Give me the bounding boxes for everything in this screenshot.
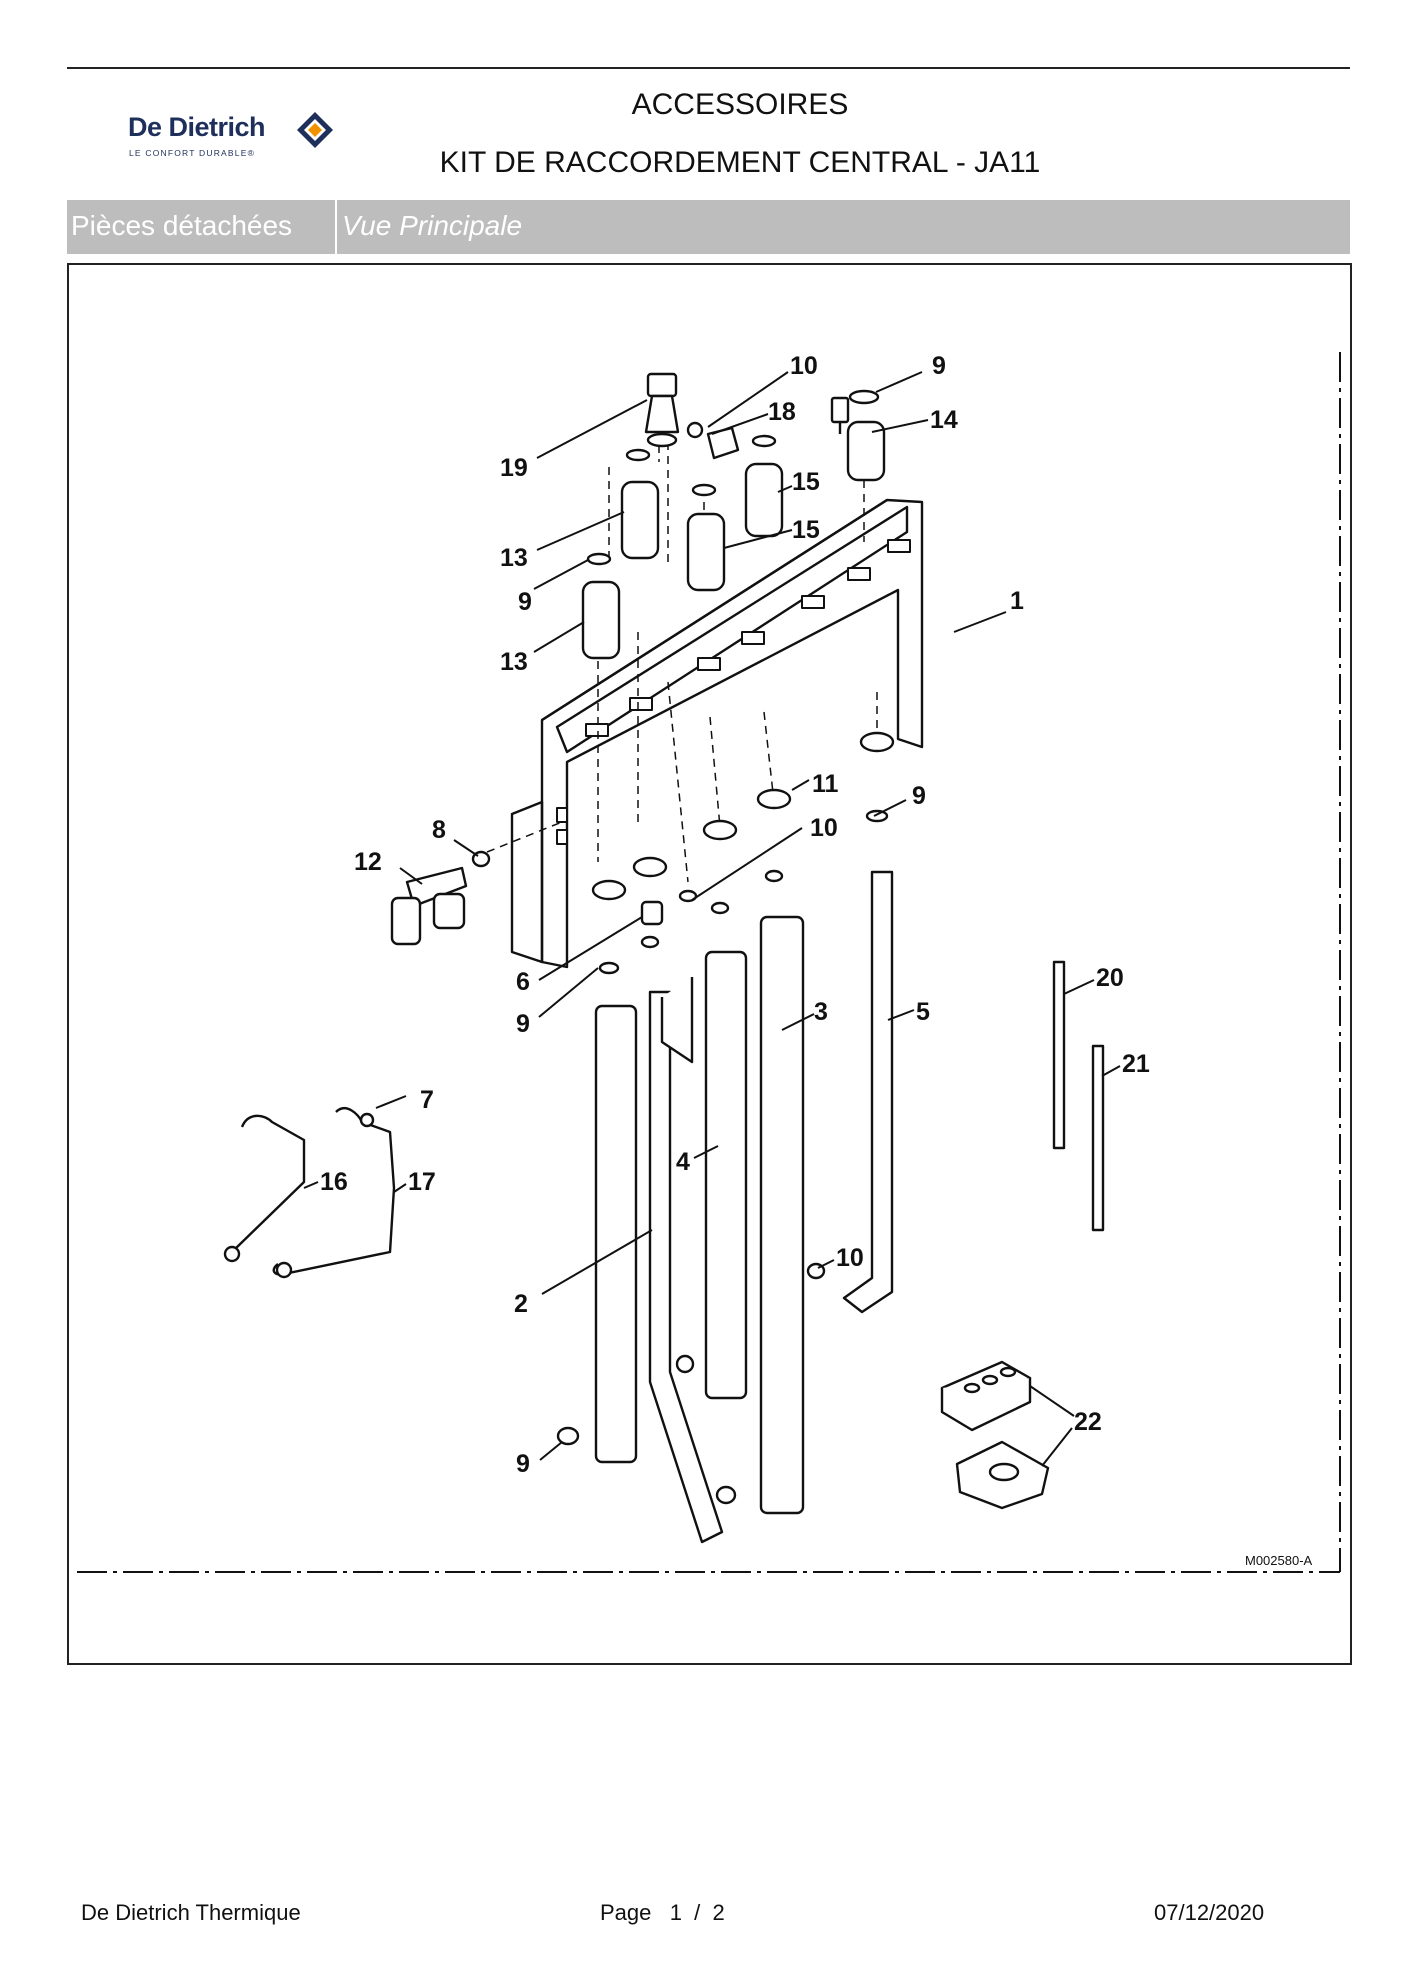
brand-diamond-icon <box>297 112 333 148</box>
callout-2: 2 <box>514 1290 528 1318</box>
callout-leaders <box>303 371 1121 1467</box>
valve-14 <box>830 389 886 482</box>
tab-main-view[interactable]: Vue Principale <box>342 210 523 241</box>
callout-14: 14 <box>930 406 958 434</box>
callout-15-b: 15 <box>792 516 820 544</box>
footer-page-number: Page 1 / 2 <box>600 1900 725 1925</box>
callout-10-b: 10 <box>810 814 838 842</box>
callout-8: 8 <box>432 816 446 844</box>
brand-name: De Dietrich <box>128 112 266 142</box>
callout-13-b: 13 <box>500 648 528 676</box>
callout-7: 7 <box>420 1086 434 1114</box>
rods-20-21 <box>1052 960 1105 1232</box>
safety-group-12 <box>390 850 491 946</box>
callout-labels: 1 2 3 4 5 6 7 8 9 9 9 9 9 10 10 10 10 11… <box>320 352 1150 1478</box>
callout-10-c: 10 <box>836 1244 864 1272</box>
brand-tagline: LE CONFORT DURABLE® <box>129 148 256 158</box>
pipes <box>594 870 894 1544</box>
callout-13-a: 13 <box>500 544 528 572</box>
document-subtitle: KIT DE RACCORDEMENT CENTRAL - JA11 <box>439 146 1041 179</box>
callout-12: 12 <box>354 848 382 876</box>
callout-21: 21 <box>1122 1050 1150 1078</box>
nuts-11 <box>591 731 895 975</box>
callout-9-c: 9 <box>912 782 926 810</box>
callout-1: 1 <box>1010 587 1024 615</box>
callout-4: 4 <box>676 1148 690 1176</box>
drawing-reference-code: M002580-A <box>1245 1553 1313 1568</box>
washers-bottom <box>556 1262 826 1505</box>
valves-13 <box>581 448 660 660</box>
callout-6: 6 <box>516 968 530 996</box>
condensate-parts-22 <box>940 1360 1050 1510</box>
footer-date: 07/12/2020 <box>1154 1900 1265 1925</box>
callout-11: 11 <box>812 770 839 798</box>
footer-company: De Dietrich Thermique <box>81 1900 301 1925</box>
callout-15-a: 15 <box>792 468 820 496</box>
callout-19: 19 <box>500 454 528 482</box>
callout-3: 3 <box>814 998 828 1026</box>
callout-10-a: 10 <box>790 352 818 380</box>
callout-16: 16 <box>320 1168 348 1196</box>
document-title: ACCESSOIRES <box>631 88 849 121</box>
brand-logo: De Dietrich LE CONFORT DURABLE® <box>128 112 348 168</box>
mounting-frame <box>510 498 924 969</box>
callout-9-b: 9 <box>518 588 532 616</box>
drawing-border <box>77 352 1341 1573</box>
callout-17: 17 <box>408 1168 436 1196</box>
tab-separator <box>335 200 337 254</box>
tab-spare-parts[interactable]: Pièces détachées <box>71 210 293 241</box>
callout-18: 18 <box>768 398 796 426</box>
fitting-18 <box>686 421 740 460</box>
header-rule <box>67 67 1350 69</box>
callout-9-a: 9 <box>932 352 946 380</box>
tubes-16-17 <box>223 1107 396 1279</box>
section-tab-bar: Pièces détachées Vue Principale <box>67 200 1350 254</box>
valve-19 <box>644 372 680 448</box>
callout-5: 5 <box>916 998 930 1026</box>
exploded-view-frame: 1 2 3 4 5 6 7 8 9 9 9 9 9 10 10 10 10 11… <box>67 263 1352 1665</box>
callout-20: 20 <box>1096 964 1124 992</box>
callout-9-d: 9 <box>516 1010 530 1038</box>
valves-15 <box>686 434 784 592</box>
callout-9-e: 9 <box>516 1450 530 1478</box>
callout-22: 22 <box>1074 1408 1102 1436</box>
exploded-view-drawing: 1 2 3 4 5 6 7 8 9 9 9 9 9 10 10 10 10 11… <box>77 352 1341 1573</box>
